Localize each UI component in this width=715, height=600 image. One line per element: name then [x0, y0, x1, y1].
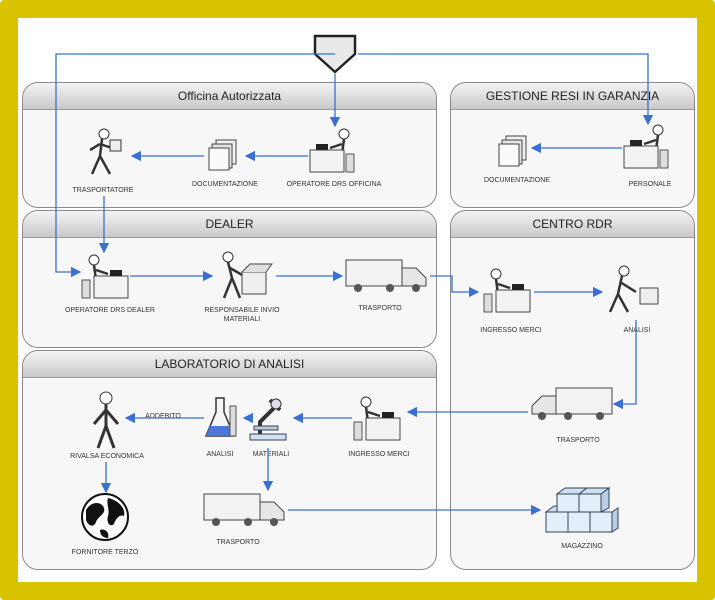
label-rivalsa: RIVALSA ECONOMICA [70, 453, 144, 460]
diagram-canvas: Officina Autorizzata GESTIONE RESI IN GA… [22, 30, 695, 572]
label-magazzino: MAGAZZINO [561, 543, 603, 550]
panel-centro-title: CENTRO RDR [451, 211, 694, 238]
label-ingresso-merci-lab: INGRESSO MERCI [348, 451, 410, 458]
desk-operator-icon [353, 396, 401, 441]
panel-gestione-title: GESTIONE RESI IN GARANZIA [451, 83, 694, 110]
walking-person-icon [89, 128, 122, 175]
microscope-icon [249, 398, 287, 441]
panel-laboratorio-title: LABORATORIO DI ANALISI [23, 351, 436, 378]
label-documentazione-officina: DOCUMENTAZIONE [192, 181, 258, 188]
standing-person-icon [92, 391, 120, 449]
label-trasporto-centro: TRASPORTO [556, 437, 600, 444]
lab-flask-icon [204, 397, 237, 437]
label-materiali: MATERIALI [252, 451, 290, 458]
label-trasportatore: TRASPORTATORE [72, 187, 134, 194]
label-trasporto-lab: TRASPORTO [216, 539, 260, 546]
label-trasporto-dealer: TRASPORTO [358, 305, 402, 312]
label-ingresso-merci-centro: INGRESSO MERCI [480, 327, 542, 334]
desk-operator-icon [483, 268, 531, 313]
documents-icon [498, 135, 527, 167]
panel-officina-title: Officina Autorizzata [23, 83, 436, 110]
label-personale: PERSONALE [628, 181, 672, 188]
label-documentazione-gestione: DOCUMENTAZIONE [484, 177, 550, 184]
label-operatore-officina: OPERATORE DRS OFFICINA [286, 181, 382, 188]
label-fornitore: FORNITORE TERZO [71, 549, 139, 556]
truck-icon [345, 259, 427, 292]
truck-icon [531, 387, 613, 420]
desk-operator-icon [623, 124, 669, 169]
label-responsabile: RESPONSABILE INVIO MATERIALI [204, 307, 280, 323]
desk-operator-icon [81, 254, 129, 299]
label-analisi-lab: ANALISI [206, 451, 234, 458]
label-addebito: ADDEBITO [145, 413, 181, 420]
documents-icon [208, 139, 237, 171]
truck-icon [203, 493, 285, 526]
stacked-boxes-icon [544, 487, 619, 533]
globe-icon [81, 493, 129, 541]
desk-operator-icon [309, 128, 355, 173]
start-funnel-icon [313, 34, 357, 74]
walking-person-icon [608, 265, 659, 313]
worker-with-box-icon [222, 251, 273, 299]
label-analisi-centro: ANALISI [623, 327, 651, 334]
panel-dealer-title: DEALER [23, 211, 436, 238]
label-operatore-dealer: OPERATORE DRS DEALER [65, 307, 155, 314]
